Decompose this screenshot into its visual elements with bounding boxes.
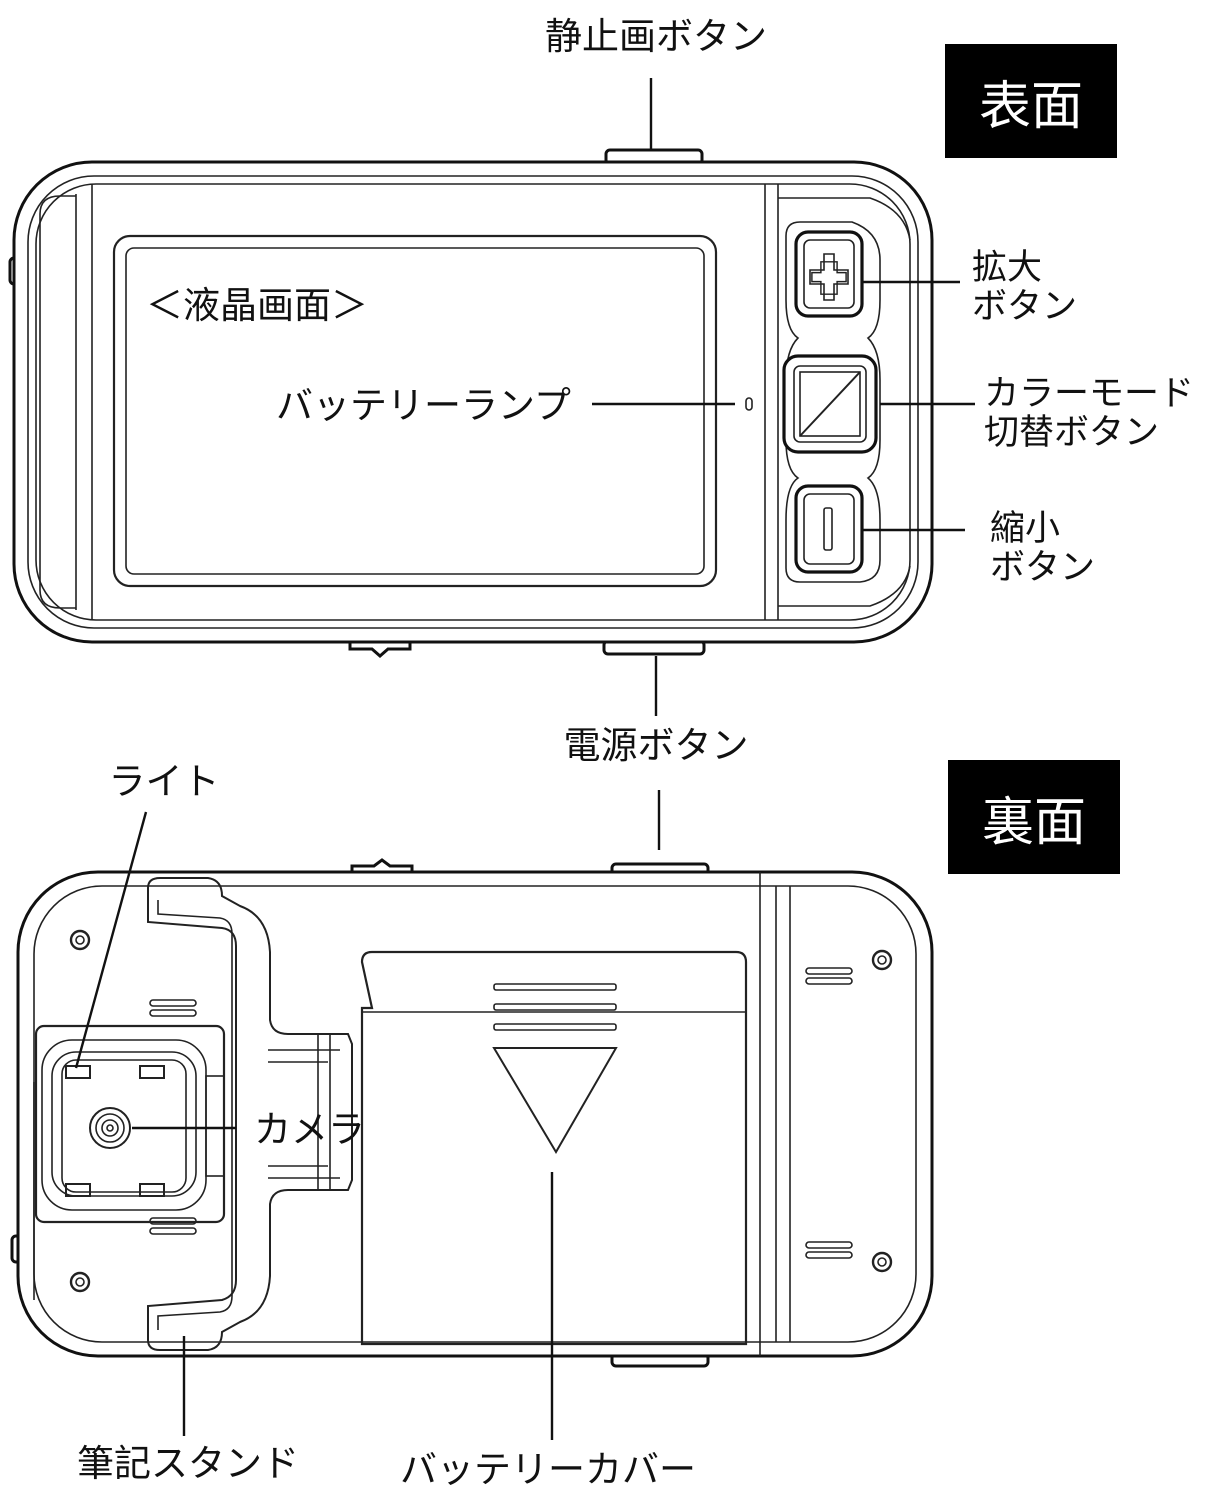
zoom-in-label-line1: 拡大	[972, 248, 1042, 288]
button-panel-bottom	[778, 565, 911, 607]
power-button-label: 電源ボタン	[564, 724, 749, 767]
color-mode-button[interactable]	[782, 354, 878, 454]
battery-lamp-label: バッテリーランプ	[276, 384, 571, 427]
camera-lens	[89, 1107, 131, 1149]
front-badge: 表面	[945, 44, 1117, 158]
grip-lines-icon	[493, 983, 617, 1031]
plus-icon	[811, 261, 847, 295]
minus-icon	[823, 507, 833, 551]
front-body-inner	[27, 175, 919, 629]
leader-light	[74, 811, 148, 1069]
front-badge-text: 表面	[979, 77, 1083, 137]
writing-stand-inner	[157, 900, 233, 1330]
slide-arrow-icon	[492, 1047, 618, 1154]
color-mode-label-line2: 切替ボタン	[984, 413, 1159, 453]
camera-label: カメラ	[254, 1108, 365, 1151]
light-led	[65, 1183, 91, 1197]
zoom-in-label-line2: ボタン	[972, 287, 1077, 327]
back-badge-text: 裏面	[982, 793, 1086, 853]
back-view	[10, 790, 934, 1440]
front-view	[8, 78, 975, 716]
color-mode-label-line1: カラーモード	[984, 374, 1194, 414]
left-grip	[39, 194, 77, 610]
zoom-out-label-line1: 縮小	[990, 509, 1060, 549]
still-image-button-label: 静止画ボタン	[545, 15, 767, 58]
light-led	[65, 1065, 91, 1079]
button-panel-top	[778, 197, 911, 241]
lcd-screen-inner	[125, 247, 705, 575]
front-body-inner2	[35, 183, 911, 621]
screw	[69, 1271, 91, 1293]
vent-right-top	[805, 967, 853, 985]
lcd-screen-outer	[112, 234, 718, 588]
zoom-out-button[interactable]	[794, 484, 864, 574]
front-body-outer	[12, 160, 934, 644]
lcd-screen-label: ＜液晶画面＞	[146, 284, 368, 327]
light-led	[139, 1183, 165, 1197]
light-led	[139, 1065, 165, 1079]
screw	[69, 929, 91, 951]
screw	[871, 949, 893, 971]
zoom-out-label-line2: ボタン	[990, 548, 1095, 588]
vent-left-top	[149, 999, 197, 1017]
back-badge: 裏面	[948, 760, 1120, 874]
writing-stand-label: 筆記スタンド	[77, 1442, 299, 1485]
stand-hinge-lines	[268, 1049, 340, 1179]
zoom-in-button[interactable]	[794, 230, 864, 318]
light-label: ライト	[109, 760, 220, 803]
screw	[871, 1251, 893, 1273]
diagonal-contrast-icon	[799, 371, 861, 437]
back-body-outer	[16, 870, 934, 1358]
battery-cover-label: バッテリーカバー	[400, 1448, 696, 1491]
battery-lamp-dot	[745, 397, 753, 411]
camera-module	[34, 1024, 226, 1224]
vent-right-bottom	[805, 1241, 853, 1259]
battery-cover[interactable]	[360, 950, 748, 1346]
writing-stand[interactable]	[147, 877, 353, 1351]
